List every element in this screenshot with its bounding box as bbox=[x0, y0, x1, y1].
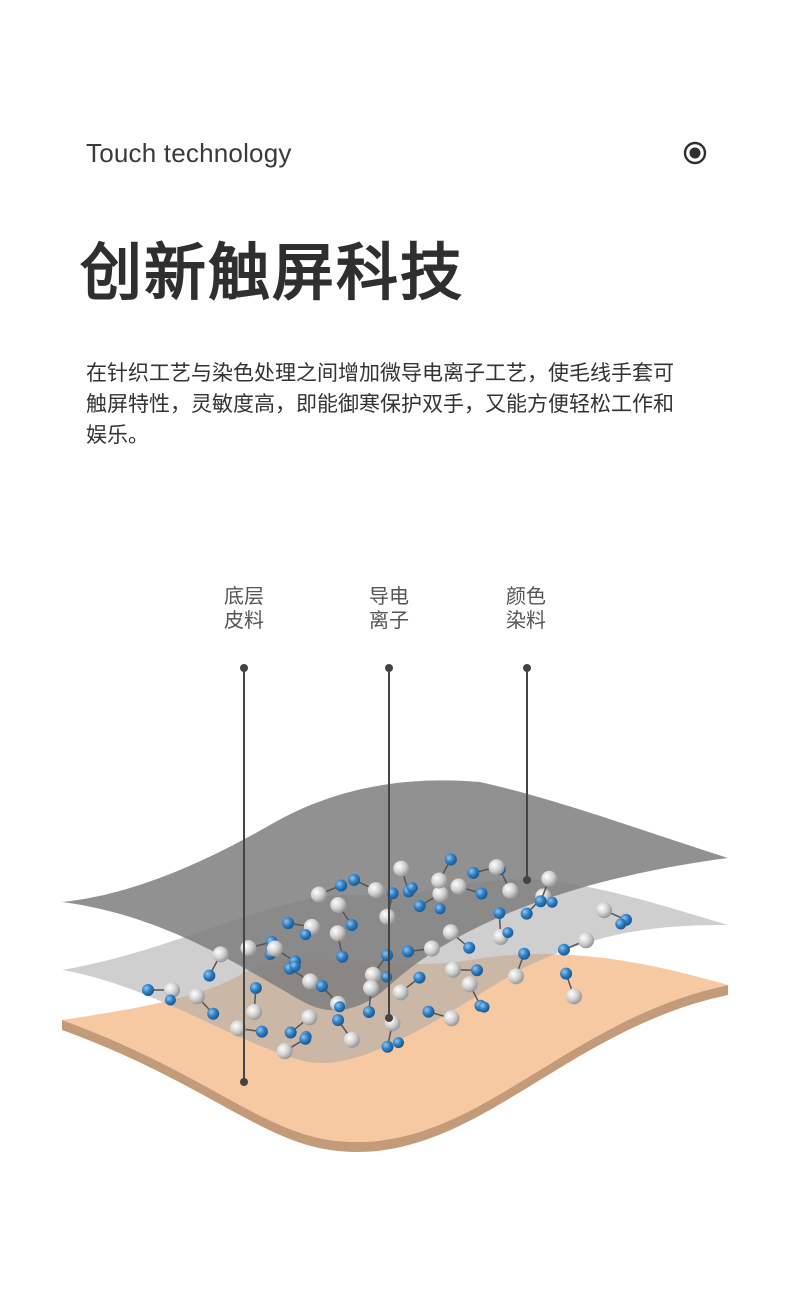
ion-molecule bbox=[393, 860, 418, 898]
pointer-dots bbox=[240, 664, 531, 1086]
ion-molecule bbox=[402, 940, 440, 958]
ion-molecule bbox=[266, 940, 302, 972]
ion-molecule bbox=[392, 971, 426, 1001]
label-base-leather: 底层 皮料 bbox=[204, 584, 284, 632]
label-base-line2: 皮料 bbox=[224, 608, 264, 632]
label-dye-line1: 颜色 bbox=[506, 584, 546, 608]
label-ion-line1: 导电 bbox=[369, 584, 409, 608]
ion-molecule bbox=[330, 897, 358, 931]
ion-molecule bbox=[442, 924, 476, 954]
ion-molecule bbox=[467, 859, 505, 879]
label-base-line1: 底层 bbox=[224, 584, 264, 608]
ion-molecule bbox=[282, 917, 320, 941]
ion-molecule bbox=[362, 980, 380, 1018]
page-title: 创新触屏科技 bbox=[80, 236, 465, 309]
conductive-ions bbox=[142, 853, 632, 1060]
section-eyebrow: Touch technology bbox=[86, 138, 292, 168]
ion-molecule bbox=[560, 967, 582, 1005]
ion-molecule bbox=[534, 870, 558, 908]
ion-molecule bbox=[450, 878, 488, 900]
ion-molecule bbox=[413, 886, 449, 915]
ion-molecule bbox=[276, 1032, 312, 1060]
label-ion-line2: 离子 bbox=[369, 608, 409, 632]
ion-molecule bbox=[329, 925, 349, 963]
ion-molecule bbox=[364, 949, 394, 983]
ion-molecule bbox=[431, 853, 457, 889]
ion-molecule bbox=[188, 988, 220, 1020]
label-dye-line2: 染料 bbox=[506, 608, 546, 632]
description-text: 在针织工艺与染色处理之间增加微导电离子工艺，使毛线手套可触屏特性，灵敏度高，即能… bbox=[86, 361, 674, 447]
label-color-dye: 颜色 染料 bbox=[486, 584, 566, 632]
ion-molecule bbox=[332, 1014, 360, 1048]
target-icon bbox=[683, 141, 707, 165]
ion-molecule bbox=[310, 879, 348, 903]
ion-molecule bbox=[203, 946, 229, 982]
label-conductive-ions: 导电 离子 bbox=[349, 584, 429, 632]
ion-molecule bbox=[246, 982, 263, 1020]
ion-molecule bbox=[315, 980, 347, 1013]
ion-molecule bbox=[557, 932, 595, 956]
ion-molecule bbox=[142, 982, 180, 1006]
ion-molecule bbox=[422, 1005, 460, 1027]
ion-molecule bbox=[348, 873, 384, 899]
ion-molecule bbox=[596, 902, 632, 930]
ion-molecule bbox=[461, 976, 490, 1013]
ion-molecule bbox=[492, 907, 514, 945]
ion-molecule bbox=[445, 961, 483, 978]
ion-molecule bbox=[230, 1020, 268, 1038]
ion-molecule bbox=[507, 947, 531, 985]
pointer-lines bbox=[243, 668, 528, 1082]
